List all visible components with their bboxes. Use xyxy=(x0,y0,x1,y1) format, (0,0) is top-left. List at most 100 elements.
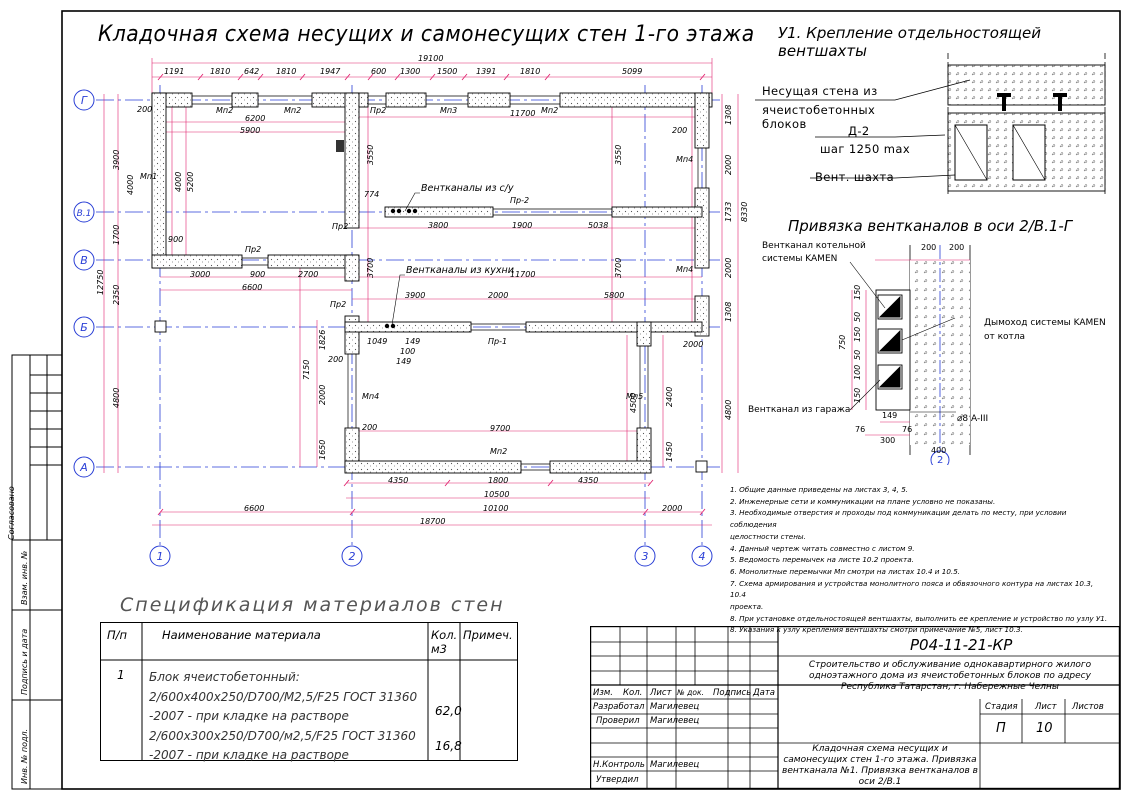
dim-inner: 3000 xyxy=(190,270,211,279)
dim-inner: 6200 xyxy=(245,114,266,123)
dim-bottom: 18700 xyxy=(420,517,446,526)
spec-table-grid xyxy=(100,622,518,761)
spec-qty-1: 62,0 xyxy=(435,704,462,718)
note-line: 4. Данный чертеж читать совместно с лист… xyxy=(730,543,915,553)
dim-inner: 1900 xyxy=(512,221,533,230)
tb-col: Лист xyxy=(650,688,672,698)
vent-dim: 76 xyxy=(902,425,913,434)
dim-right: 8330 xyxy=(740,201,749,222)
dim-inner: 5038 xyxy=(588,221,609,230)
spec-qty-2: 16,8 xyxy=(435,739,462,753)
axis-A-bubble xyxy=(73,456,95,478)
note-line: 2. Инженерные сети и коммуникации на пла… xyxy=(730,496,996,506)
tb-role: Н.Контроль xyxy=(593,760,645,770)
dim-inner: 774 xyxy=(364,190,380,199)
dim-inner: 200 xyxy=(672,126,688,135)
dim-inner: 900 xyxy=(250,270,266,279)
note-line: проекта. xyxy=(730,602,764,612)
dim-bottom: 10100 xyxy=(483,504,509,513)
vent-binding-drawing xyxy=(849,245,971,465)
dim-inner-v: 1650 xyxy=(318,439,327,460)
dim-inner-v: 2400 xyxy=(665,386,674,407)
dim-inner-v: 4500 xyxy=(629,392,638,413)
note-line: 1. Общие данные приведены на листах 3, 4… xyxy=(730,485,909,494)
axis-row-label: Г xyxy=(81,94,88,107)
opening-mark: Пр2 xyxy=(245,245,262,254)
axis-2-bubble xyxy=(341,545,363,567)
spec-line: -2007 - при кладке на растворе xyxy=(149,709,349,723)
axis-V-bubble xyxy=(73,249,95,271)
dim-left: 3900 xyxy=(112,149,121,170)
dim-inner: 11700 xyxy=(510,109,536,118)
vent-dim: 200 xyxy=(949,243,965,252)
dim-bottom: 10500 xyxy=(484,490,510,499)
wall-mark: Мп2 xyxy=(216,106,234,115)
spec-title: Спецификация материалов стен xyxy=(120,594,505,616)
dim-top-total: 19100 xyxy=(418,54,444,63)
dim-left: 4800 xyxy=(112,387,121,408)
vent-dim: 750 xyxy=(838,334,847,350)
main-title: Кладочная схема несущих и самонесущих ст… xyxy=(98,22,755,47)
general-notes: 1. Общие данные приведены на листах 3, 4… xyxy=(730,484,1110,636)
dim-inner-v: 7150 xyxy=(302,359,311,380)
dim-top: 600 xyxy=(371,67,387,76)
vent-chimney-1: Дымоход системы KAMEN xyxy=(984,318,1106,328)
dim-bottom: 1800 xyxy=(488,476,509,485)
spec-line: Блок ячеистобетонный: xyxy=(149,670,300,684)
axis-3-bubble xyxy=(634,545,656,567)
dim-inner: 200 xyxy=(362,423,378,432)
spec-h-no: П/п xyxy=(107,628,128,642)
vent-su-label: Вентканалы из с/у xyxy=(421,183,514,194)
side-inv-vz: Взам. инв. № xyxy=(20,550,29,605)
tb-sheet-title: Кладочная схема несущих и самонесущих ст… xyxy=(782,744,978,787)
vent-dim: 400 xyxy=(931,446,947,455)
note-line: 5. Ведомость перемычек на листе 10.2 про… xyxy=(730,555,914,565)
dim-bottom: 6600 xyxy=(244,504,265,513)
wall-mark: Мп2 xyxy=(490,447,508,456)
axis-4-bubble xyxy=(691,545,713,567)
axis-row-label: Б xyxy=(80,321,88,334)
tb-sheet-h: Лист xyxy=(1035,702,1057,712)
opening-mark: Пр-2 xyxy=(510,196,530,205)
dim-inner-v: 3700 xyxy=(614,257,623,278)
axis-row-label: А xyxy=(79,461,88,474)
dim-right: 2000 xyxy=(724,257,733,278)
tb-sheet: 10 xyxy=(1036,721,1053,736)
vent-title: Привязка вентканалов в оси 2/В.1-Г xyxy=(788,217,1073,235)
node-title: У1. Крепление отдельностоящей вентшахты xyxy=(778,24,1042,60)
node-leader-1c: блоков xyxy=(762,117,807,131)
tb-col: Дата xyxy=(753,688,776,698)
dim-inner: 100 xyxy=(400,347,416,356)
wall-mark: Мп4 xyxy=(362,392,380,401)
dim-right: 1733 xyxy=(724,201,733,222)
vent-kamen-1: Вентканал котельной xyxy=(762,241,866,251)
vent-kitchen-label: Вентканалы из кухни xyxy=(406,265,514,276)
title-block-grid xyxy=(590,626,1121,790)
vent-kamen-2: системы KAMEN xyxy=(762,254,838,264)
vent-axis-label: 2 xyxy=(937,455,944,466)
dim-right: 1308 xyxy=(724,301,733,322)
wall-mark: Мп4 xyxy=(676,155,694,164)
wall-mark: Мп3 xyxy=(440,106,458,115)
note-line: целостности стены. xyxy=(730,531,806,541)
tb-col: № док. xyxy=(677,688,704,697)
axis-G-bubble xyxy=(73,89,95,111)
vent-dim: 149 xyxy=(882,411,898,420)
dim-inner: 1049 xyxy=(367,337,388,346)
dim-left: 1700 xyxy=(112,224,121,245)
tb-name: Магилевец xyxy=(650,716,700,726)
tb-name: Магилевец xyxy=(650,760,700,770)
wall-mark: Мп2 xyxy=(284,106,302,115)
vent-dim: 300 xyxy=(880,436,896,445)
dim-inner-v: 5200 xyxy=(186,171,195,192)
node-leader-1b: ячеистобетонных xyxy=(762,103,876,117)
axis-col-label: 1 xyxy=(157,550,164,563)
vent-dim: 100 xyxy=(853,364,862,380)
tb-stage: П xyxy=(996,721,1006,736)
floor-plan: Г В.1 В Б А 1 2 3 4 xyxy=(73,58,739,567)
dim-top: 642 xyxy=(244,67,260,76)
dim-top: 1810 xyxy=(210,67,231,76)
dim-inner-v: 3550 xyxy=(614,144,623,165)
dim-inner: 3800 xyxy=(428,221,449,230)
side-inv-orig: Инв. № подл. xyxy=(20,728,29,784)
